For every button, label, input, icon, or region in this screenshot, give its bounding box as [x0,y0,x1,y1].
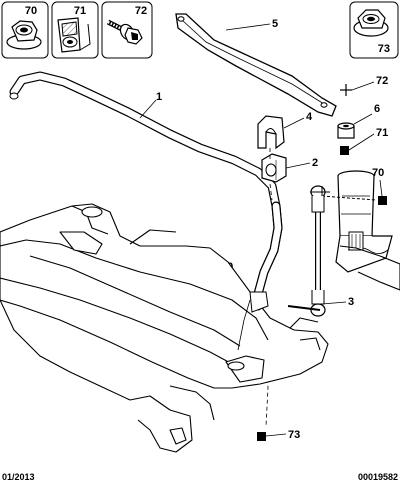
callout-70-right: 70 [372,167,384,179]
flange-bolt-icon [106,19,143,45]
inset-label-72: 72 [135,5,147,17]
callout-73: 73 [288,429,300,441]
clip-nut-icon [57,17,91,53]
flange-nut-icon [353,9,389,37]
callout-71: 71 [376,127,388,139]
inset-label-73: 73 [378,43,390,55]
leader-5 [225,23,271,31]
front-subframe [0,203,400,453]
leader-73 [265,433,287,437]
inset-box-73: 73 [349,1,399,59]
marker-70-right [378,196,387,205]
flange-nut-icon [6,20,42,50]
inset-label-70: 70 [25,5,37,17]
callout-2: 2 [312,157,318,169]
callout-4: 4 [306,111,313,123]
shock-absorber [335,170,393,273]
bar-end-clamp [249,291,269,313]
inset-box-72: 72 [101,1,153,59]
leader-6 [353,113,373,125]
inset-label-71: 71 [74,5,86,17]
inset-box-71: 71 [51,1,99,59]
part-6-spacer [337,122,355,139]
marker-73 [257,432,266,441]
inset-box-70: 70 [1,1,49,59]
leader-70-right [379,179,383,197]
callout-5: 5 [272,18,278,30]
part-5-link-bracket [175,13,337,117]
footer-date: 01/2013 [2,472,35,482]
callout-72: 72 [376,75,388,87]
marker-71 [340,146,349,155]
footer-code: 00019582 [358,472,398,482]
bolt-72-marker [340,84,352,96]
leader-3 [321,301,347,305]
leader-4 [283,117,305,129]
leader-1 [139,99,157,119]
part-3-drop-link [287,185,377,317]
part-4-clamp [257,115,285,150]
part-2-bush [261,153,287,183]
callout-6: 6 [374,103,380,115]
callout-1: 1 [156,91,162,103]
leader-71 [348,133,375,151]
callout-3: 3 [348,296,354,308]
leader-72 [351,81,375,91]
leader-2 [285,162,311,169]
